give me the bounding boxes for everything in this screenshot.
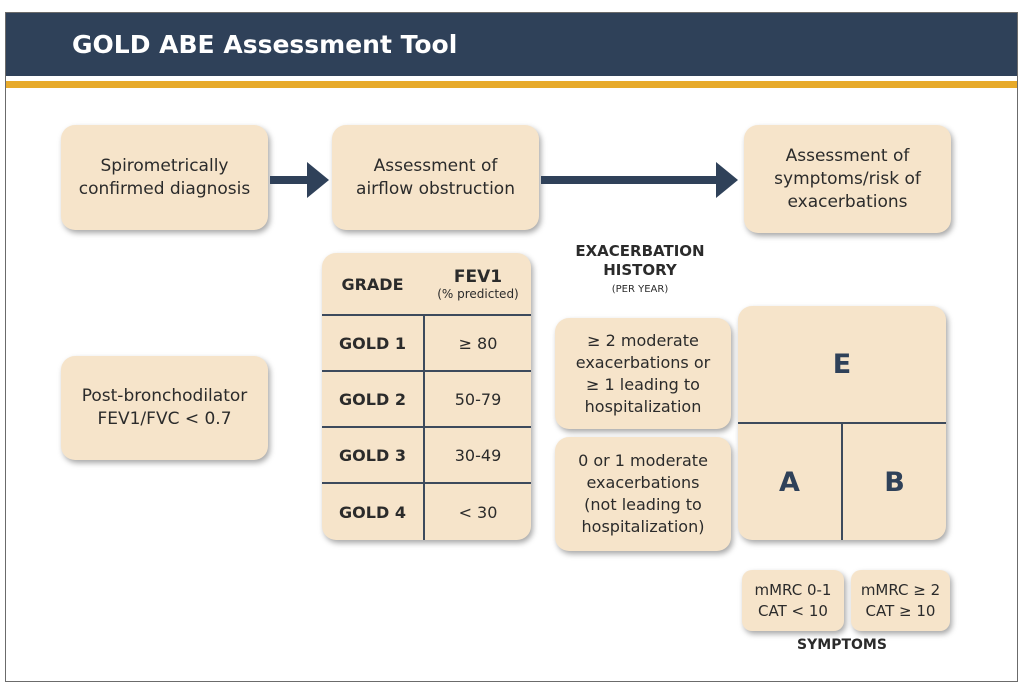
exacerbation-low-box: 0 or 1 moderate exacerbations (not leadi… — [555, 437, 731, 551]
group-b-label: B — [884, 466, 905, 498]
group-a-label: A — [779, 466, 800, 498]
exacerbation-low-text: 0 or 1 moderate exacerbations (not leadi… — [578, 451, 708, 536]
flow-step-airflow-text: Assessment of airflow obstruction — [356, 155, 515, 199]
title-bar: GOLD ABE Assessment Tool — [6, 13, 1017, 76]
flow-step-symptoms-risk: Assessment of symptoms/risk of exacerbat… — [744, 125, 951, 233]
table-column-divider — [423, 315, 425, 540]
fev1-header-sub: (% predicted) — [437, 287, 519, 301]
grade-column-header: GRADE — [341, 274, 404, 294]
flow-step-diagnosis-text: Spirometrically confirmed diagnosis — [78, 155, 251, 199]
table-row-grade: GOLD 1 — [339, 333, 406, 353]
flow-step-diagnosis: Spirometrically confirmed diagnosis — [61, 125, 268, 230]
flow-arrow-2 — [541, 162, 738, 198]
symptoms-axis-label: SYMPTOMS — [797, 637, 887, 653]
table-row-fev1: ≥ 80 — [458, 333, 498, 353]
slide-title: GOLD ABE Assessment Tool — [72, 30, 458, 59]
table-row-fev1: 50-79 — [454, 389, 502, 409]
grid-divider-vertical — [841, 423, 843, 540]
exacerbation-history-heading: EXACERBATION HISTORY — [575, 242, 705, 279]
group-e-label: E — [832, 348, 852, 380]
fev1-column-header: FEV1 (% predicted) — [425, 253, 531, 315]
table-divider — [322, 426, 531, 428]
symptoms-high-box: mMRC ≥ 2 CAT ≥ 10 — [851, 570, 950, 631]
table-row-grade: GOLD 3 — [339, 445, 406, 465]
table-row-grade: GOLD 4 — [339, 502, 406, 522]
table-divider — [322, 482, 531, 484]
table-divider — [322, 370, 531, 372]
table-row-fev1: 30-49 — [454, 445, 502, 465]
table-row-fev1: < 30 — [458, 502, 498, 522]
flow-arrow-1 — [270, 162, 329, 198]
abe-group-grid: E A B — [738, 306, 946, 540]
table-row-grade: GOLD 2 — [339, 389, 406, 409]
symptoms-low-text: mMRC 0-1 CAT < 10 — [754, 580, 832, 620]
diagnosis-criterion-text: Post-bronchodilator FEV1/FVC < 0.7 — [81, 386, 248, 429]
flow-step-airflow: Assessment of airflow obstruction — [332, 125, 539, 230]
fev1-header-label: FEV1 — [453, 267, 503, 287]
exacerbation-high-box: ≥ 2 moderate exacerbations or ≥ 1 leadin… — [555, 318, 731, 429]
table-divider — [322, 314, 531, 316]
grade-table: GRADE FEV1 (% predicted) GOLD 1 ≥ 80 GOL… — [322, 253, 531, 540]
flow-step-symptoms-risk-text: Assessment of symptoms/risk of exacerbat… — [774, 145, 921, 212]
symptoms-high-text: mMRC ≥ 2 CAT ≥ 10 — [860, 580, 941, 620]
diagnosis-criterion-box: Post-bronchodilator FEV1/FVC < 0.7 — [61, 356, 268, 460]
accent-rule — [6, 81, 1017, 88]
exacerbation-history-subheading: (PER YEAR) — [611, 284, 669, 295]
symptoms-low-box: mMRC 0-1 CAT < 10 — [742, 570, 844, 631]
exacerbation-high-text: ≥ 2 moderate exacerbations or ≥ 1 leadin… — [575, 330, 711, 416]
